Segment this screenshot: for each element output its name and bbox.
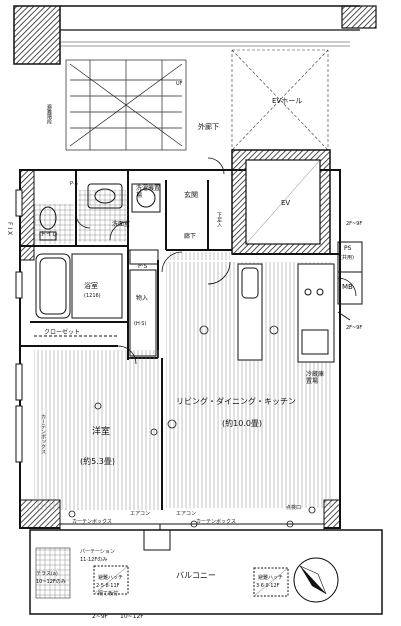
ps-small-label: P·S [70,181,78,187]
partition-label: パーテーション [80,549,115,555]
ps-shared-sub-label: (共用) [340,255,354,261]
aircon-label-2: エアコン [176,511,197,517]
terrace-floors-label: 10~12Fのみ [36,579,66,585]
door-closer-label: 点検口 [286,505,302,511]
fix-label: F I X [6,222,13,236]
washer-space-label: 洗濯機置場 [136,185,161,199]
bath-size-label: (1216) [84,293,101,299]
north-arrow-icon [293,557,339,603]
mb-label: MB [342,283,353,291]
outer-corridor-label: 外廊下 [198,123,219,131]
kitchen-counter [237,263,335,363]
washbasin-fixture [87,183,161,213]
toilet-fixture [39,206,57,241]
floors-ps-label-2: 2F~9F [346,325,363,331]
hatch-floors-label-1: 2·5·8·11F [96,583,120,589]
upper-structure [13,5,377,65]
bath-fixtures [35,253,123,319]
hatch-label-1: 避難ハッチ [98,575,124,581]
emergency-stairs [65,59,187,151]
curtain-box-label-3: カーテンボックス [40,414,46,454]
corridor-label: 廊下 [184,233,197,240]
balcony-label: バルコニー [176,571,216,580]
floors-ps-label-1: 2F~9F [346,221,363,227]
curtain-box-label-2: カーテンボックス [196,519,236,525]
corridor-floor [170,252,230,260]
ev-hall-area [231,49,329,151]
balcony-area [29,529,383,615]
aircon-label-1: エアコン [130,511,151,517]
western-room-size-label: (約5.3畳) [80,457,115,466]
storage-label: 物入 [136,295,149,302]
light-symbols [68,325,316,528]
curtain-box-label-1: カーテンボックス [72,519,112,525]
closet-label: クローゼット [44,329,81,336]
toilet-label: トイレ [40,231,59,238]
shoebox-label: 下足入 [216,212,222,227]
floors-right-label: 10~12F [120,613,144,620]
ldk-size-label: (約10.0畳) [222,419,263,428]
entrance-label: 玄関 [184,191,198,199]
wash-floor [78,190,128,242]
hatch-floors-label-2: 3·6·9·12F [256,583,280,589]
ps-label: P·S [138,263,148,270]
washroom-label: 洗面室 [112,221,131,228]
uf-label: UF [176,81,183,87]
emergency-stairs-label: 避難階段 [46,104,52,124]
terrace-note-label: テラス(a) [36,571,58,577]
western-room-label: 洋室 [92,427,111,437]
partition-floors-label: 11·12Fのみ [80,557,108,563]
ps-shared-label: PS [344,245,352,252]
western-room-floor [34,350,160,510]
bottom-windows [59,523,325,551]
floors-left-label: 2~9F [92,613,109,620]
storage-units [34,249,159,357]
door-swings [75,157,357,365]
fridge-label: 冷蔵庫置場 [306,371,325,385]
hatch-label-2: 避難ハッチ [258,575,284,581]
storage-sub-label: (H·S) [134,321,147,327]
ev-label: EV [281,199,291,207]
bath-label: 浴室 [84,282,98,290]
ev-shaft [231,149,331,255]
ps-mb [337,241,363,321]
hatch-note-label-1: 隔て板付 [98,591,119,597]
left-windows [15,189,23,463]
ldk-label: リビング・ダイニング・キッチン [176,397,296,406]
ev-hall-label: EVホール [272,97,303,105]
